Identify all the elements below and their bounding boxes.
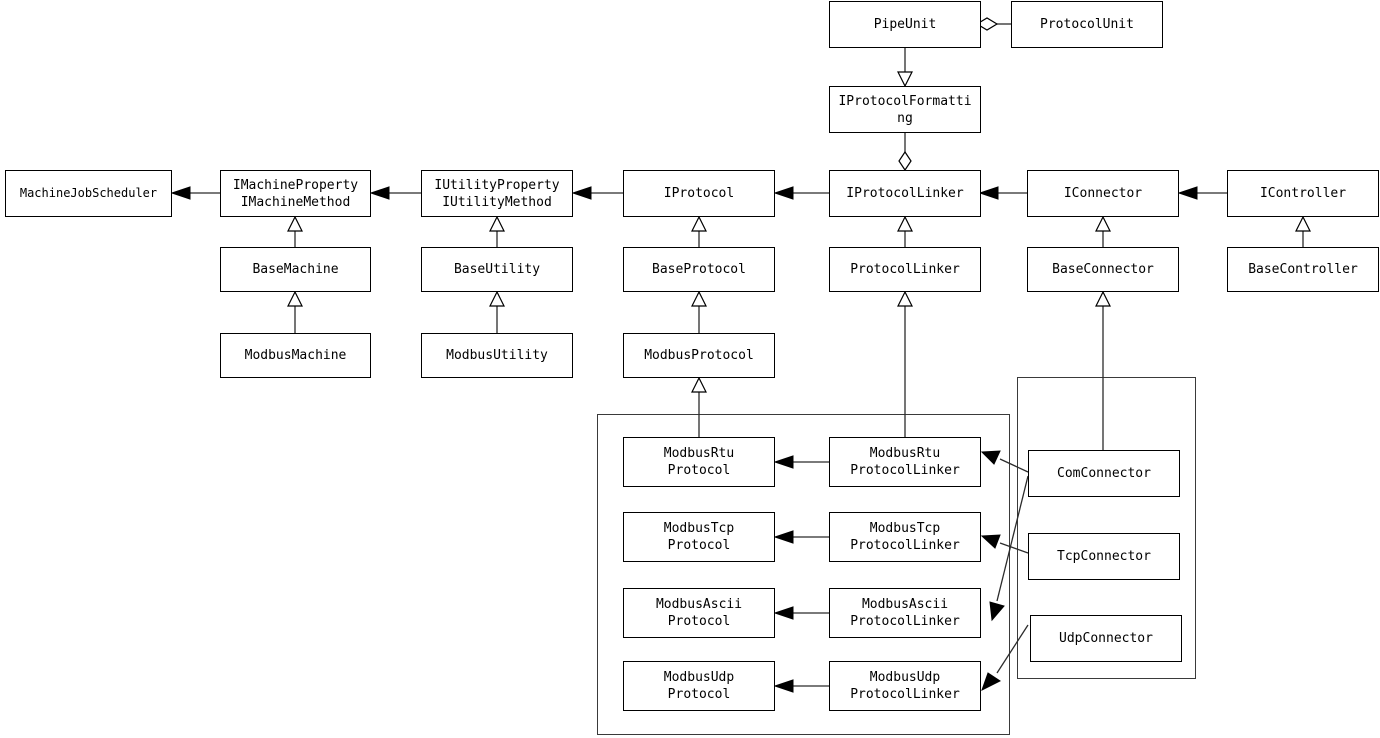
class-box-iprotocol-linker[interactable]: IProtocolLinker [829, 170, 981, 217]
class-box-modbus-machine[interactable]: ModbusMachine [220, 333, 371, 378]
class-box-tcp-connector[interactable]: TcpConnector [1028, 533, 1180, 580]
class-box-base-utility[interactable]: BaseUtility [421, 247, 573, 292]
class-box-udp-connector[interactable]: UdpConnector [1030, 615, 1182, 662]
class-box-com-connector[interactable]: ComConnector [1028, 450, 1180, 497]
class-box-modbus-ascii-protocol[interactable]: ModbusAscii Protocol [623, 588, 775, 638]
class-box-modbus-udp-protocol-linker[interactable]: ModbusUdp ProtocolLinker [829, 661, 981, 711]
class-box-base-protocol[interactable]: BaseProtocol [623, 247, 775, 292]
class-box-modbus-utility[interactable]: ModbusUtility [421, 333, 573, 378]
class-box-base-connector[interactable]: BaseConnector [1027, 247, 1179, 292]
class-box-iprotocol-formatting[interactable]: IProtocolFormatti ng [829, 86, 981, 133]
class-box-modbus-ascii-protocol-linker[interactable]: ModbusAscii ProtocolLinker [829, 588, 981, 638]
class-box-iprotocol[interactable]: IProtocol [623, 170, 775, 217]
class-box-modbus-rtu-protocol[interactable]: ModbusRtu Protocol [623, 437, 775, 487]
class-box-machine-job-scheduler[interactable]: MachineJobScheduler [5, 170, 172, 217]
class-box-pipe-unit[interactable]: PipeUnit [829, 1, 981, 48]
class-box-iutility-property[interactable]: IUtilityProperty IUtilityMethod [421, 170, 573, 217]
class-box-base-machine[interactable]: BaseMachine [220, 247, 371, 292]
class-box-protocol-unit[interactable]: ProtocolUnit [1011, 1, 1163, 48]
class-box-protocol-linker[interactable]: ProtocolLinker [829, 247, 981, 292]
class-box-modbus-udp-protocol[interactable]: ModbusUdp Protocol [623, 661, 775, 711]
class-box-base-controller[interactable]: BaseController [1227, 247, 1379, 292]
class-box-modbus-tcp-protocol-linker[interactable]: ModbusTcp ProtocolLinker [829, 512, 981, 562]
class-box-modbus-protocol[interactable]: ModbusProtocol [623, 333, 775, 378]
class-box-modbus-rtu-protocol-linker[interactable]: ModbusRtu ProtocolLinker [829, 437, 981, 487]
class-box-imachine-property[interactable]: IMachineProperty IMachineMethod [220, 170, 371, 217]
class-box-icontroller[interactable]: IController [1227, 170, 1379, 217]
class-box-iconnector[interactable]: IConnector [1027, 170, 1179, 217]
class-box-modbus-tcp-protocol[interactable]: ModbusTcp Protocol [623, 512, 775, 562]
